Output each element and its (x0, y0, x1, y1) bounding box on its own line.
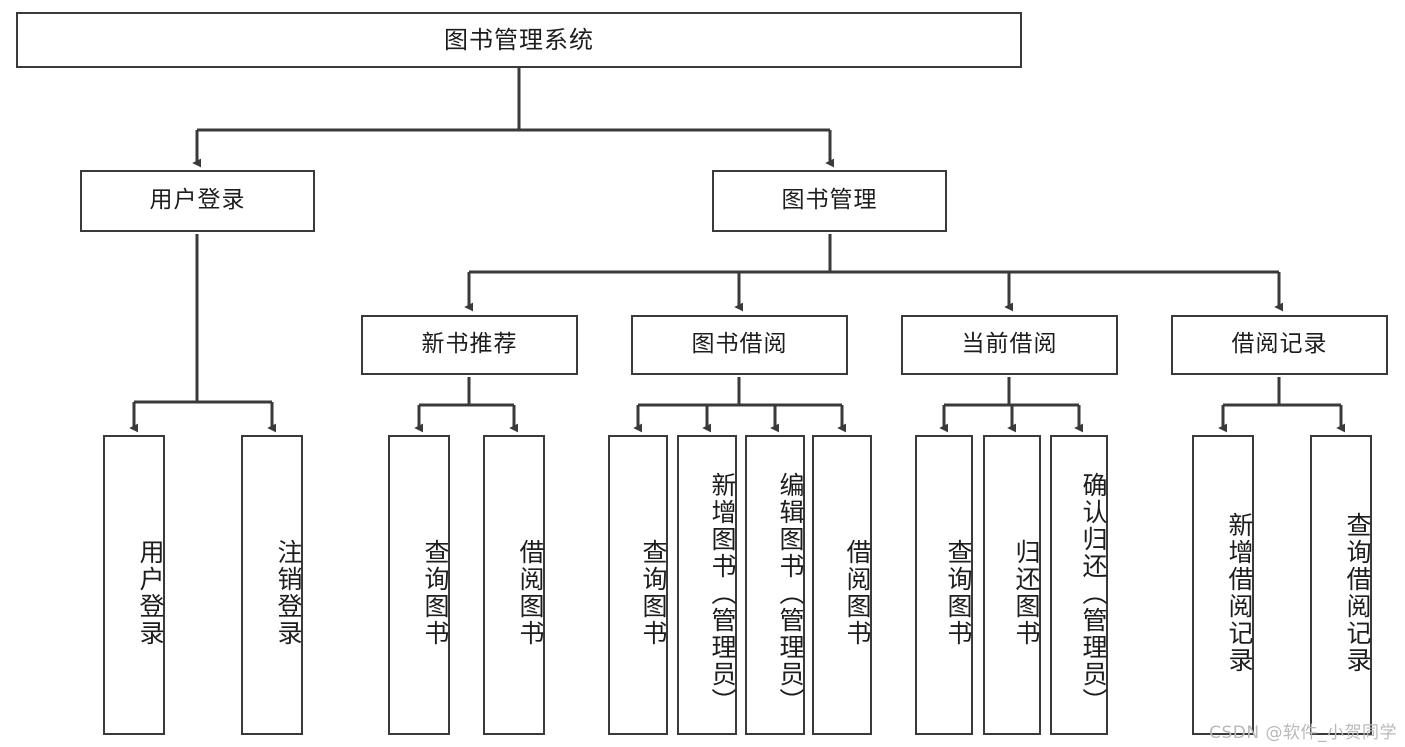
node-label: 编辑图书（管理员） (776, 471, 805, 715)
node-leaf-add-book-admin[interactable]: 新增图书（管理员） (677, 435, 737, 735)
node-borrow-record[interactable]: 借阅记录 (1171, 315, 1388, 375)
node-label: 借阅图书 (516, 539, 545, 647)
node-book-management[interactable]: 图书管理 (712, 170, 947, 232)
node-leaf-query-book-borrow[interactable]: 查询图书 (608, 435, 668, 735)
node-new-book-recommend[interactable]: 新书推荐 (361, 315, 578, 375)
node-current-borrow[interactable]: 当前借阅 (901, 315, 1118, 375)
node-label: 确认归还（管理员） (1079, 471, 1108, 715)
node-label: 借阅图书 (843, 539, 872, 647)
node-user-login[interactable]: 用户登录 (80, 170, 315, 232)
node-label: 当前借阅 (961, 331, 1058, 358)
node-label: 查询图书 (944, 539, 973, 647)
node-label: 注销登录 (274, 539, 303, 647)
node-label: 查询图书 (421, 539, 450, 647)
node-label: 图书借阅 (691, 331, 788, 358)
node-leaf-borrow-book[interactable]: 借阅图书 (812, 435, 872, 735)
node-leaf-query-borrow-record[interactable]: 查询借阅记录 (1310, 435, 1372, 735)
node-label: 查询图书 (639, 539, 668, 647)
node-leaf-borrow-book-recommend[interactable]: 借阅图书 (483, 435, 545, 735)
node-leaf-add-borrow-record[interactable]: 新增借阅记录 (1192, 435, 1254, 735)
node-leaf-confirm-return-admin[interactable]: 确认归还（管理员） (1050, 435, 1108, 735)
node-book-borrow[interactable]: 图书借阅 (631, 315, 848, 375)
node-label: 图书管理 (781, 187, 878, 214)
node-leaf-return-book[interactable]: 归还图书 (983, 435, 1041, 735)
node-label: 用户登录 (136, 539, 165, 647)
node-leaf-logout[interactable]: 注销登录 (241, 435, 303, 735)
node-label: 新增借阅记录 (1225, 512, 1254, 674)
node-label: 查询借阅记录 (1343, 512, 1372, 674)
node-label: 借阅记录 (1231, 331, 1328, 358)
node-leaf-user-login[interactable]: 用户登录 (103, 435, 165, 735)
csdn-watermark: CSDN @软件_小贺同学 (1209, 723, 1397, 743)
node-leaf-edit-book-admin[interactable]: 编辑图书（管理员） (745, 435, 805, 735)
node-label: 用户登录 (149, 187, 246, 214)
node-label: 新增图书（管理员） (708, 471, 737, 715)
node-leaf-query-book-recommend[interactable]: 查询图书 (388, 435, 450, 735)
node-label: 新书推荐 (421, 331, 518, 358)
node-root-book-management-system[interactable]: 图书管理系统 (16, 12, 1022, 68)
node-label: 归还图书 (1012, 539, 1041, 647)
node-leaf-query-book-current[interactable]: 查询图书 (915, 435, 973, 735)
node-label: 图书管理系统 (444, 25, 594, 54)
